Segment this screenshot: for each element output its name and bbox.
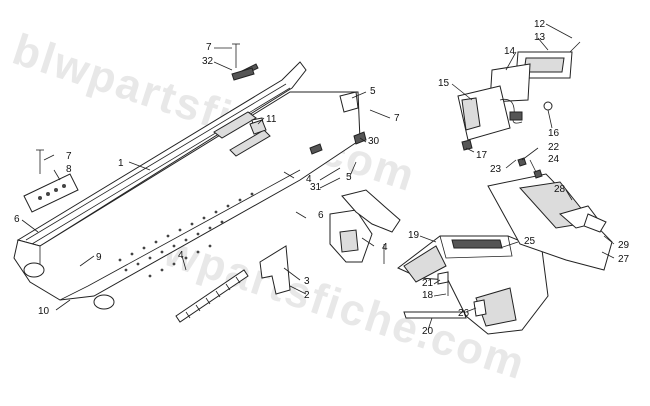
bumper-block (249, 119, 267, 135)
callout-10: 10 (38, 306, 50, 317)
brace (259, 245, 291, 295)
callout-24: 24 (548, 154, 560, 165)
callout-labels: 1 2 3 4 4 4 5 5 6 6 7 7 7 8 9 10 11 12 1… (14, 19, 630, 337)
callout-29: 29 (618, 240, 630, 251)
callout-21: 21 (422, 278, 434, 289)
callout-28: 28 (554, 184, 566, 195)
callout-7-a: 7 (206, 42, 212, 53)
tunnel-assembly (13, 61, 361, 310)
callout-3: 3 (304, 276, 310, 287)
callout-6-a: 6 (14, 214, 20, 225)
snow-flap (487, 173, 613, 271)
callout-5-a: 5 (370, 86, 376, 97)
callout-14: 14 (504, 46, 516, 57)
callout-16: 16 (548, 128, 560, 139)
step-plate-21 (437, 271, 449, 285)
callout-11: 11 (266, 114, 277, 125)
callout-6-b: 6 (318, 210, 324, 221)
rivet-strip (175, 269, 249, 323)
callout-30: 30 (368, 136, 380, 147)
rear-bumper (397, 235, 549, 335)
callout-15: 15 (438, 78, 450, 89)
clip-32 (231, 67, 255, 81)
callout-12: 12 (534, 19, 546, 30)
callout-2: 2 (304, 290, 310, 301)
callout-18: 18 (422, 290, 434, 301)
callout-32: 32 (202, 56, 214, 67)
callout-26: 26 (458, 308, 470, 319)
callout-4-c: 4 (382, 242, 388, 253)
step-plate-26 (473, 299, 487, 317)
fastener-22 (517, 157, 527, 167)
leader-lines (21, 23, 615, 331)
callout-17: 17 (476, 150, 488, 161)
callout-27: 27 (618, 254, 630, 265)
taillight-assembly (457, 41, 581, 151)
callout-7-b: 7 (66, 151, 72, 162)
callout-8: 8 (66, 164, 72, 175)
trim-strip (403, 311, 467, 319)
callout-13: 13 (534, 32, 546, 43)
rear-bumper-brackets (329, 189, 401, 263)
callout-7-c: 7 (394, 113, 400, 124)
callout-5-b: 5 (346, 172, 352, 183)
front-bumper-plate (23, 173, 79, 213)
callout-19: 19 (408, 230, 420, 241)
callout-1: 1 (118, 158, 124, 169)
callout-4-a: 4 (178, 250, 184, 261)
callout-22: 22 (548, 142, 560, 153)
callout-25: 25 (524, 236, 536, 247)
callout-9: 9 (96, 252, 102, 263)
callout-4-b: 4 (306, 174, 312, 185)
callout-20: 20 (422, 326, 434, 337)
callout-31: 31 (310, 182, 322, 193)
running-board-holes (118, 192, 254, 278)
callout-23: 23 (490, 164, 502, 175)
